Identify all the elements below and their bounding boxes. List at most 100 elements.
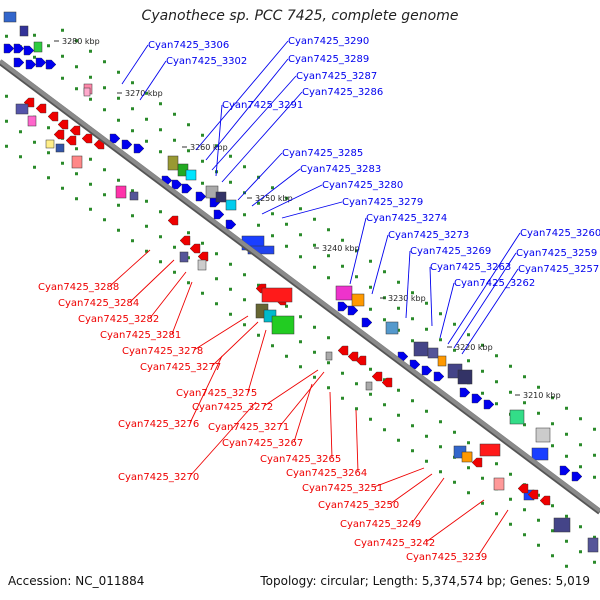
tick-mark (495, 512, 498, 516)
reverse-gene-label: Cyan7425_3239 (406, 552, 487, 563)
forward-gene-label: Cyan7425_3287 (296, 71, 377, 82)
tick-mark (383, 403, 386, 407)
kbp-label: 3260 kbp (190, 143, 228, 152)
tick-mark (89, 207, 92, 211)
gene-block (179, 251, 189, 263)
tick-mark (103, 60, 106, 64)
reverse-leader-line (329, 391, 333, 459)
forward-gene-arrow (559, 465, 571, 476)
forward-gene-arrow (421, 365, 433, 376)
tick-mark (481, 343, 484, 347)
tick-mark (299, 255, 302, 259)
tick-mark (425, 409, 428, 413)
forward-gene-label: Cyan7425_3283 (300, 164, 381, 175)
tick-mark (33, 165, 36, 169)
gene-block (3, 11, 17, 23)
tick-mark (215, 144, 218, 148)
forward-gene-arrow (361, 317, 373, 328)
tick-mark (173, 270, 176, 274)
forward-leader-line (349, 217, 367, 285)
tick-mark (61, 161, 64, 165)
forward-gene-arrow (571, 471, 583, 482)
forward-gene-arrow (133, 143, 145, 154)
gene-block (553, 517, 571, 533)
forward-leader-line (139, 60, 167, 101)
reverse-gene-arrow (35, 103, 47, 114)
tick-mark (565, 564, 568, 568)
tick-mark (33, 33, 36, 37)
forward-leader-line (121, 44, 149, 85)
gene-block (129, 191, 139, 201)
reverse-gene-label: Cyan7425_3264 (286, 468, 367, 479)
gene-block (427, 347, 439, 359)
tick-mark (523, 423, 526, 427)
reverse-gene-arrow (527, 489, 539, 500)
tick-mark (243, 165, 246, 169)
reverse-leader-line (477, 509, 509, 557)
reverse-gene-arrow (517, 483, 529, 494)
gene-block (45, 139, 55, 149)
gene-block (15, 103, 29, 115)
gene-block (185, 169, 197, 181)
tick-mark (481, 369, 484, 373)
tick-mark (369, 367, 372, 371)
tick-mark (257, 283, 260, 287)
tick-mark (229, 180, 232, 184)
tick-mark (565, 454, 568, 458)
tick-mark (243, 273, 246, 277)
tick-mark (495, 380, 498, 384)
tick-mark (355, 407, 358, 411)
tick-mark (313, 350, 316, 354)
tick-mark (285, 196, 288, 200)
reverse-gene-arrow (53, 129, 65, 140)
reverse-leader-line (129, 259, 175, 303)
tick-mark (19, 155, 22, 159)
tick-mark (509, 364, 512, 368)
forward-leader-line (221, 91, 303, 183)
reverse-gene-block (479, 443, 501, 457)
forward-gene-label: Cyan7425_3260 (520, 228, 600, 239)
tick-mark (173, 112, 176, 116)
tick-mark (229, 287, 232, 291)
tick-mark (75, 172, 78, 176)
tick-mark (593, 453, 596, 457)
tick-mark (509, 522, 512, 526)
tick-mark (145, 199, 148, 203)
tick-mark (285, 304, 288, 308)
tick-mark (565, 514, 568, 518)
forward-leader-line (447, 232, 521, 345)
forward-gene-label: Cyan7425_3306 (148, 40, 229, 51)
tick-mark (313, 375, 316, 379)
tick-mark (481, 501, 484, 505)
tick-mark (425, 459, 428, 463)
tick-mark (131, 239, 134, 243)
tick-mark (509, 390, 512, 394)
tick-mark (117, 178, 120, 182)
tick-mark (579, 417, 582, 421)
reverse-gene-label: Cyan7425_3282 (78, 314, 159, 325)
tick-mark (257, 175, 260, 179)
tick-mark (215, 252, 218, 256)
tick-mark (467, 333, 470, 337)
forward-gene-arrow (13, 43, 25, 54)
gene-block (225, 199, 237, 211)
gene-block (385, 321, 399, 335)
tick-mark (173, 245, 176, 249)
forward-gene-label: Cyan7425_3279 (342, 197, 423, 208)
gene-block (19, 25, 29, 37)
gene-block (437, 355, 447, 367)
tick-mark (593, 535, 596, 539)
gene-block (55, 143, 65, 153)
tick-mark (467, 441, 470, 445)
tick-mark (551, 444, 554, 448)
forward-gene-arrow (25, 59, 37, 70)
forward-gene-arrow (35, 57, 47, 68)
tick-mark (5, 119, 8, 123)
reverse-gene-label: Cyan7425_3250 (318, 500, 399, 511)
tick-mark (145, 117, 148, 121)
tick-mark (397, 438, 400, 442)
reverse-gene-arrow (167, 215, 179, 226)
tick-mark (89, 49, 92, 53)
tick-mark (159, 260, 162, 264)
